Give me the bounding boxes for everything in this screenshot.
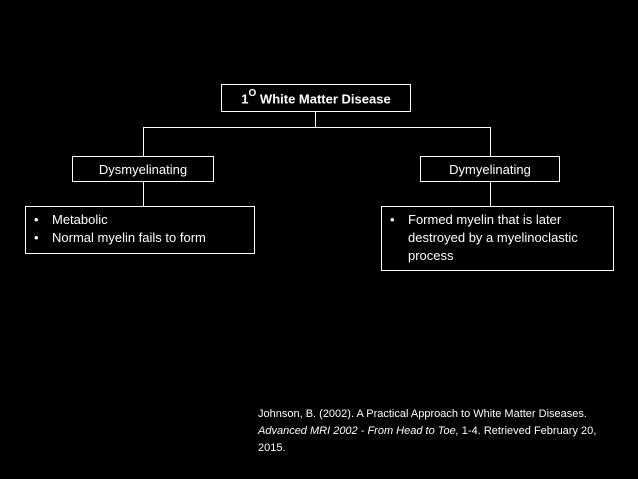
citation: Johnson, B. (2002). A Practical Approach… xyxy=(258,406,608,457)
connector-horizontal xyxy=(143,127,491,128)
connector-left-down xyxy=(143,127,144,156)
list-item: Metabolic xyxy=(32,211,248,229)
left-detail-list: Metabolic Normal myelin fails to form xyxy=(32,211,248,247)
left-node-label: Dysmyelinating xyxy=(98,161,188,177)
connector-left-detail xyxy=(143,182,144,206)
connector-root-down xyxy=(315,112,316,127)
list-item: Normal myelin fails to form xyxy=(32,229,248,247)
connector-right-detail xyxy=(490,182,491,206)
right-node-label: Dymyelinating xyxy=(449,161,531,177)
list-item: Formed myelin that is later destroyed by… xyxy=(388,211,607,265)
right-node: Dymyelinating xyxy=(420,156,560,182)
citation-rest: 1-4. Retrieved February 20, 2015. xyxy=(258,425,597,454)
connector-right-down xyxy=(490,127,491,156)
citation-line1: Johnson, B. (2002). A Practical Approach… xyxy=(258,408,587,420)
citation-source: Advanced MRI 2002 - From Head to Toe, xyxy=(258,425,459,437)
root-node-label: 1O White Matter Disease xyxy=(241,87,391,107)
right-detail-box: Formed myelin that is later destroyed by… xyxy=(381,206,614,271)
left-detail-box: Metabolic Normal myelin fails to form xyxy=(25,206,255,254)
left-node: Dysmyelinating xyxy=(72,156,214,182)
root-node: 1O White Matter Disease xyxy=(221,84,411,112)
right-detail-list: Formed myelin that is later destroyed by… xyxy=(388,211,607,265)
